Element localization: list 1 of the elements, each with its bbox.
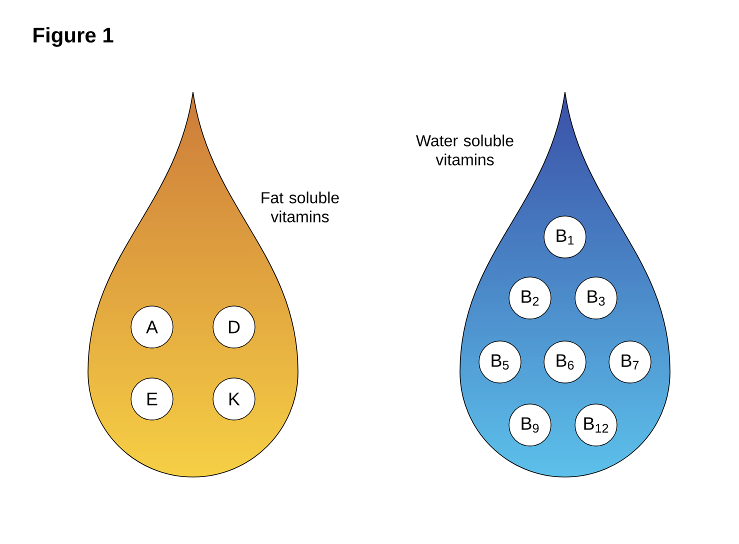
figure-title: Figure 1 [34,27,114,47]
